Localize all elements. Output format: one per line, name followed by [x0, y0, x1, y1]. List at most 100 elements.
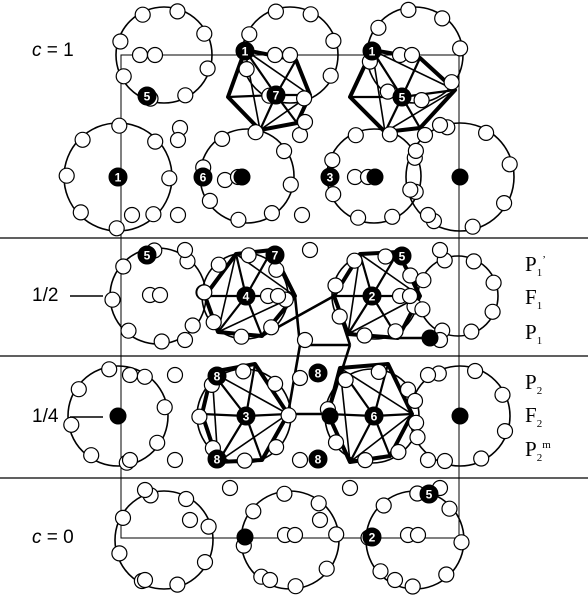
numbered-atom-disc [392, 87, 412, 107]
small-atom [205, 314, 222, 331]
small-atom [235, 363, 252, 380]
small-atom [123, 206, 141, 224]
small-atom [115, 258, 132, 275]
numbered-atom-disc [265, 245, 285, 265]
site-label-p2m: P2m [525, 437, 551, 465]
small-atom [419, 366, 437, 384]
small-atom [296, 90, 313, 107]
small-atom [324, 152, 341, 169]
polyhedron-edge [384, 89, 456, 133]
small-atom [403, 46, 421, 64]
small-atom [496, 423, 514, 440]
level-c1-var: c [32, 40, 42, 61]
small-atom [74, 131, 91, 148]
site-label-p1: P1 [525, 320, 543, 348]
atom-number-label: 2 [369, 290, 376, 304]
numbered-atom-disc [207, 366, 227, 386]
filled-atom [236, 528, 254, 546]
small-atom [402, 181, 419, 198]
small-atom [415, 272, 432, 289]
small-atom [115, 68, 132, 85]
atom-number-label: 8 [214, 453, 221, 467]
small-atom [467, 362, 484, 380]
atom-number-label: 3 [243, 410, 250, 424]
small-atom [286, 526, 304, 544]
small-atom [296, 331, 314, 349]
small-atom [136, 571, 154, 589]
small-atom [407, 142, 424, 159]
small-atom [101, 361, 118, 378]
small-atom [238, 60, 255, 78]
small-atom [149, 434, 166, 451]
atom-number-label: 6 [200, 171, 207, 185]
small-atom [287, 578, 304, 595]
small-atom [153, 333, 170, 350]
small-atom [267, 3, 284, 20]
large-atom [405, 122, 515, 232]
small-atom [178, 490, 195, 508]
polyhedron-edge [217, 413, 289, 463]
small-atom [390, 443, 407, 461]
small-atom [201, 192, 218, 209]
small-atom [463, 323, 480, 340]
small-atom [177, 87, 194, 104]
small-atom [146, 46, 164, 64]
level-label-c0: c = 0 [32, 527, 74, 549]
small-atom [414, 301, 431, 318]
large-atom [115, 6, 213, 104]
numbered-atom-disc [137, 86, 157, 106]
small-atom [494, 386, 511, 403]
small-atom [169, 576, 186, 593]
small-atom [145, 206, 162, 223]
numbered-atom-disc [236, 406, 256, 426]
site-label-f1: F1 [525, 285, 543, 313]
small-atom [241, 26, 258, 43]
small-atom [230, 211, 247, 228]
atom-number-label: 8 [214, 370, 221, 384]
filled-atom [233, 168, 251, 186]
small-atom [337, 371, 354, 389]
atom-number-label: 5 [144, 249, 151, 263]
small-atom [268, 261, 285, 278]
site-label-p2: P2 [525, 370, 543, 398]
small-atom [296, 113, 314, 131]
small-atom [276, 143, 293, 160]
small-atom [302, 6, 319, 23]
numbered-atom-disc [193, 167, 213, 187]
level-label-quarter: 1/4 [32, 406, 59, 427]
small-atom [325, 32, 342, 50]
small-atom [452, 40, 469, 57]
small-atom [184, 317, 201, 334]
small-atom [276, 485, 293, 502]
small-atom [200, 518, 217, 535]
numbered-atom-disc [266, 85, 286, 105]
small-atom [293, 206, 311, 224]
small-atom [136, 368, 153, 385]
small-atom [169, 3, 186, 20]
numbered-atom-disc [308, 363, 328, 383]
small-atom [484, 303, 501, 320]
small-atom [112, 33, 129, 50]
small-atom [120, 322, 137, 339]
small-atom [181, 511, 199, 529]
small-atom [372, 563, 389, 580]
small-atom [108, 220, 125, 237]
numbered-atom-disc [392, 246, 412, 266]
small-atom [169, 206, 187, 224]
small-atom [464, 218, 481, 235]
small-atom [196, 25, 213, 42]
small-atom [191, 408, 208, 425]
numbered-atom-disc [362, 527, 382, 547]
small-atom [465, 253, 482, 270]
small-atom [166, 366, 184, 384]
small-atom [131, 46, 149, 64]
small-atom [169, 131, 187, 149]
small-atom [151, 286, 169, 304]
small-atom [266, 46, 284, 64]
numbered-atom-disc [362, 286, 382, 306]
small-atom [381, 126, 398, 143]
small-atom [301, 241, 319, 259]
numbered-atom-disc [236, 286, 256, 306]
